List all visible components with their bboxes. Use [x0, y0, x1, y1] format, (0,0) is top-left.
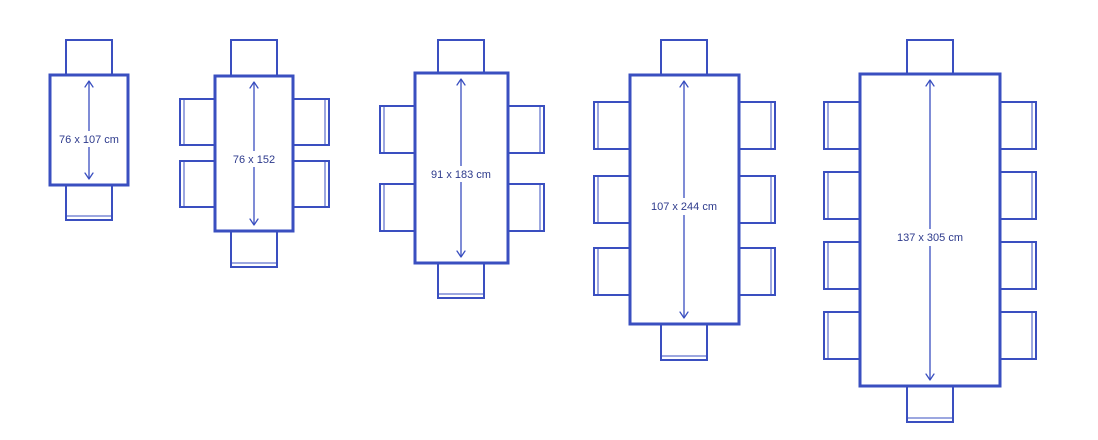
arrow-head-top	[249, 81, 259, 89]
chair	[660, 39, 708, 76]
chair	[999, 241, 1037, 290]
arrow-head-top	[456, 78, 466, 86]
chair	[660, 323, 708, 361]
label-backdrop	[425, 166, 497, 182]
chair	[738, 247, 776, 296]
chair	[230, 39, 278, 77]
chair	[823, 101, 861, 150]
label-backdrop	[55, 131, 123, 147]
table-dimension-label: 107 x 244 cm	[651, 201, 717, 213]
chair	[65, 39, 113, 76]
chair	[437, 39, 485, 74]
label-backdrop	[643, 198, 725, 215]
chair	[738, 175, 776, 224]
table-dimension-label: 76 x 152	[233, 154, 275, 166]
chair	[507, 183, 545, 232]
chair	[292, 160, 330, 208]
arrow-head-top	[925, 79, 935, 87]
chair	[593, 175, 631, 224]
chair	[292, 98, 330, 146]
chair	[65, 184, 113, 221]
table-dimension-label: 91 x 183 cm	[431, 169, 491, 181]
chair	[507, 105, 545, 154]
chair	[437, 262, 485, 299]
table-group-3: 91 x 183 cm	[379, 39, 545, 299]
chair	[593, 101, 631, 150]
table-group-1: 76 x 107 cm	[48, 39, 130, 221]
chair	[906, 39, 954, 75]
chair	[823, 241, 861, 290]
chair	[179, 98, 216, 146]
chair	[379, 105, 416, 154]
chair	[593, 247, 631, 296]
arrow-head-bottom	[679, 311, 689, 319]
arrow-head-top	[84, 80, 94, 88]
chair	[230, 230, 278, 268]
chair	[999, 171, 1037, 220]
chair	[999, 101, 1037, 150]
chair	[379, 183, 416, 232]
chair	[738, 101, 776, 150]
label-backdrop	[228, 151, 280, 167]
table-group-5: 137 x 305 cm	[823, 39, 1037, 423]
arrow-head-top	[679, 80, 689, 88]
chair	[823, 311, 861, 360]
arrow-head-bottom	[456, 250, 466, 258]
table-group-4: 107 x 244 cm	[593, 39, 776, 361]
table-dimension-label: 137 x 305 cm	[897, 232, 963, 244]
chair	[999, 311, 1037, 360]
table-group-2: 76 x 152	[179, 39, 330, 268]
arrow-head-bottom	[925, 373, 935, 381]
chair	[906, 385, 954, 423]
table-dimension-label: 76 x 107 cm	[59, 134, 119, 146]
arrow-head-bottom	[84, 172, 94, 180]
chair	[823, 171, 861, 220]
chair	[179, 160, 216, 208]
label-backdrop	[889, 229, 971, 246]
arrow-head-bottom	[249, 218, 259, 226]
